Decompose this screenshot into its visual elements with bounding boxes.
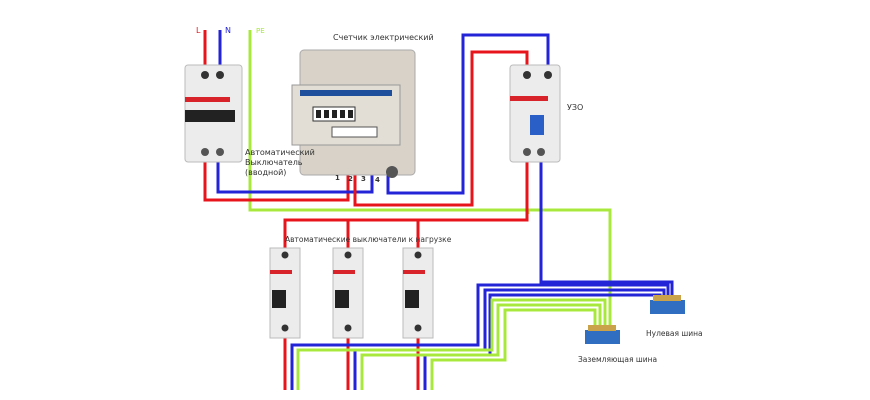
load-breakers-label: Автоматические выключатели к нагрузке: [285, 235, 452, 244]
main-breaker: [184, 64, 243, 163]
terminal-3: 3: [361, 175, 366, 183]
electric-meter: [291, 49, 416, 178]
label-l: L: [196, 26, 201, 35]
terminal-4: 4: [375, 176, 380, 184]
label-pe: PE: [256, 27, 265, 35]
label-n: N: [225, 26, 231, 35]
meter-label: Счетчик электрический: [333, 33, 434, 42]
wires: [203, 30, 674, 390]
load-breaker-3: [402, 247, 434, 339]
rcd-label: УЗО: [567, 103, 583, 112]
main-breaker-label-2: Выключатель: [245, 158, 303, 167]
load-breaker-2: [332, 247, 364, 339]
load-breaker-1: [269, 247, 301, 339]
ground-bus-label: Заземляющая шина: [578, 355, 657, 364]
main-breaker-label-1: Автоматический: [245, 148, 315, 157]
neutral-bus-label: Нулевая шина: [646, 329, 703, 338]
rcd-device: [509, 64, 561, 163]
neutral-bus: [650, 295, 685, 314]
terminal-2: 2: [348, 175, 353, 183]
main-breaker-label-3: (вводной): [245, 168, 286, 177]
terminal-1: 1: [335, 174, 340, 182]
load-breakers: [269, 247, 434, 339]
ground-bus: [585, 325, 620, 344]
